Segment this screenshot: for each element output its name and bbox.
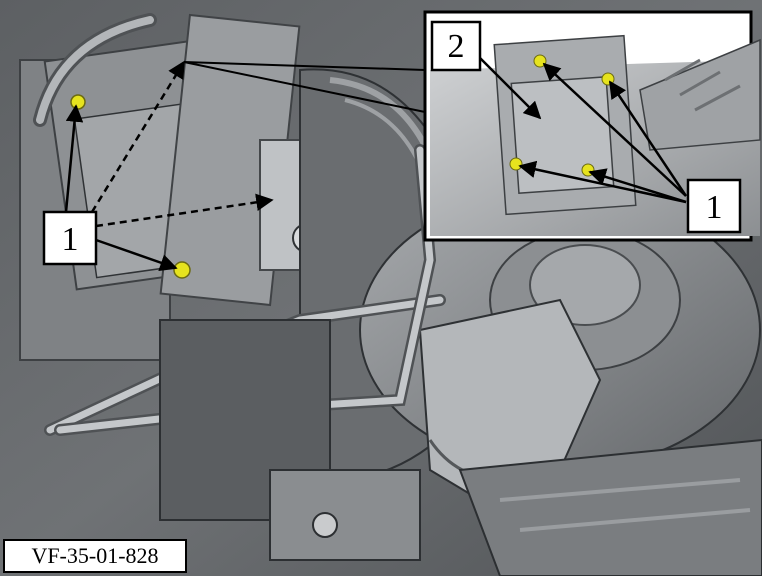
- solid-arrows: [64, 104, 178, 272]
- fastener-lower: [173, 261, 191, 279]
- callout-fastener-inset: 1: [686, 178, 742, 234]
- callout-fastener-main-text: 1: [62, 221, 79, 258]
- inset-arrows: [479, 57, 688, 204]
- fastener-upper: [70, 94, 86, 110]
- inset-leader-lines: [183, 61, 426, 113]
- reference-code-text: VF-35-01-828: [31, 543, 158, 568]
- callout-module-inset: 2: [430, 20, 482, 72]
- inset-fastener-3: [509, 157, 523, 171]
- callout-fastener-main: 1: [42, 210, 98, 266]
- inset-fastener-4: [581, 163, 595, 177]
- lower-duct: [159, 319, 762, 576]
- callout-module-inset-text: 2: [448, 28, 465, 65]
- dashed-arrows: [90, 60, 274, 228]
- reference-code-label: VF-35-01-828: [3, 539, 187, 573]
- callout-fastener-inset-text: 1: [706, 189, 723, 226]
